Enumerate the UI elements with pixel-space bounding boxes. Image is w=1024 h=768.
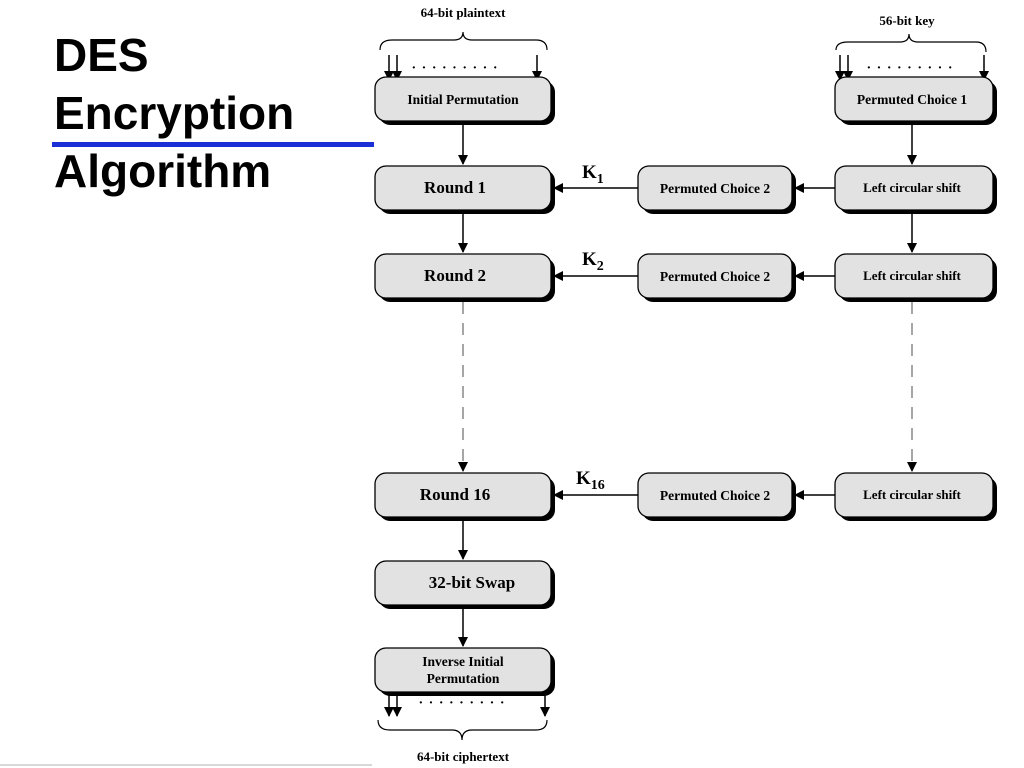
round-2-box: Round 2 [374,253,555,302]
plaintext-input-arrows [384,55,542,81]
inverse-line-2: Permutation [427,671,500,686]
left-shift-1-box: Left circular shift [834,165,997,214]
permuted-choice-2-box-16: Permuted Choice 2 [637,472,796,521]
subkey-2-label: K2 [582,249,604,274]
permuted-choice-2-label-16: Permuted Choice 2 [660,488,770,503]
footer-divider [0,764,372,766]
round-2-label: Round 2 [424,266,486,285]
ciphertext-dots: · · · · · · · · · [418,696,505,711]
permuted-choice-2-box-2: Permuted Choice 2 [637,253,796,302]
plaintext-dots: · · · · · · · · · [411,61,498,76]
left-shift-16-label: Left circular shift [863,487,961,502]
key-input-arrows [835,55,989,81]
plaintext-brace [379,31,548,51]
key-dots: · · · · · · · · · [866,61,953,76]
subkey-16-label: K16 [576,468,605,493]
round-1-box: Round 1 [374,165,555,214]
title-underline [52,142,374,147]
inverse-line-1: Inverse Initial [422,654,504,669]
key-schedule-arrows [553,183,835,500]
ciphertext-label: 64-bit ciphertext [417,749,510,764]
permuted-choice-2-box-1: Permuted Choice 2 [637,165,796,214]
swap-label: 32-bit Swap [429,573,515,592]
page-title: DES Encryption Algorithm [54,26,384,200]
title-line-encryption: Encryption [54,87,295,139]
initial-permutation-label: Initial Permutation [407,92,519,107]
title-line-algorithm: Algorithm [54,145,272,197]
title-line-des: DES [54,29,149,81]
swap-box: 32-bit Swap [374,560,555,609]
ciphertext-brace [377,719,548,741]
left-shift-2-box: Left circular shift [834,253,997,302]
permuted-choice-1-box: Permuted Choice 1 [834,76,997,125]
subkey-1-label: K1 [582,162,604,187]
round-16-box: Round 16 [374,472,555,521]
permuted-choice-2-label-2: Permuted Choice 2 [660,269,770,284]
key-label: 56-bit key [879,13,935,28]
key-brace [835,33,987,53]
ciphertext-output-arrows [384,692,550,717]
initial-permutation-box: Initial Permutation [374,76,555,125]
inverse-initial-permutation-box: Inverse Initial Permutation [374,647,555,696]
left-shift-1-label: Left circular shift [863,180,961,195]
left-shift-2-label: Left circular shift [863,268,961,283]
left-shift-16-box: Left circular shift [834,472,997,521]
plaintext-label: 64-bit plaintext [421,5,507,20]
round-1-label: Round 1 [424,178,486,197]
round-16-label: Round 16 [420,485,490,504]
permuted-choice-1-label: Permuted Choice 1 [857,92,967,107]
permuted-choice-2-label-1: Permuted Choice 2 [660,181,770,196]
